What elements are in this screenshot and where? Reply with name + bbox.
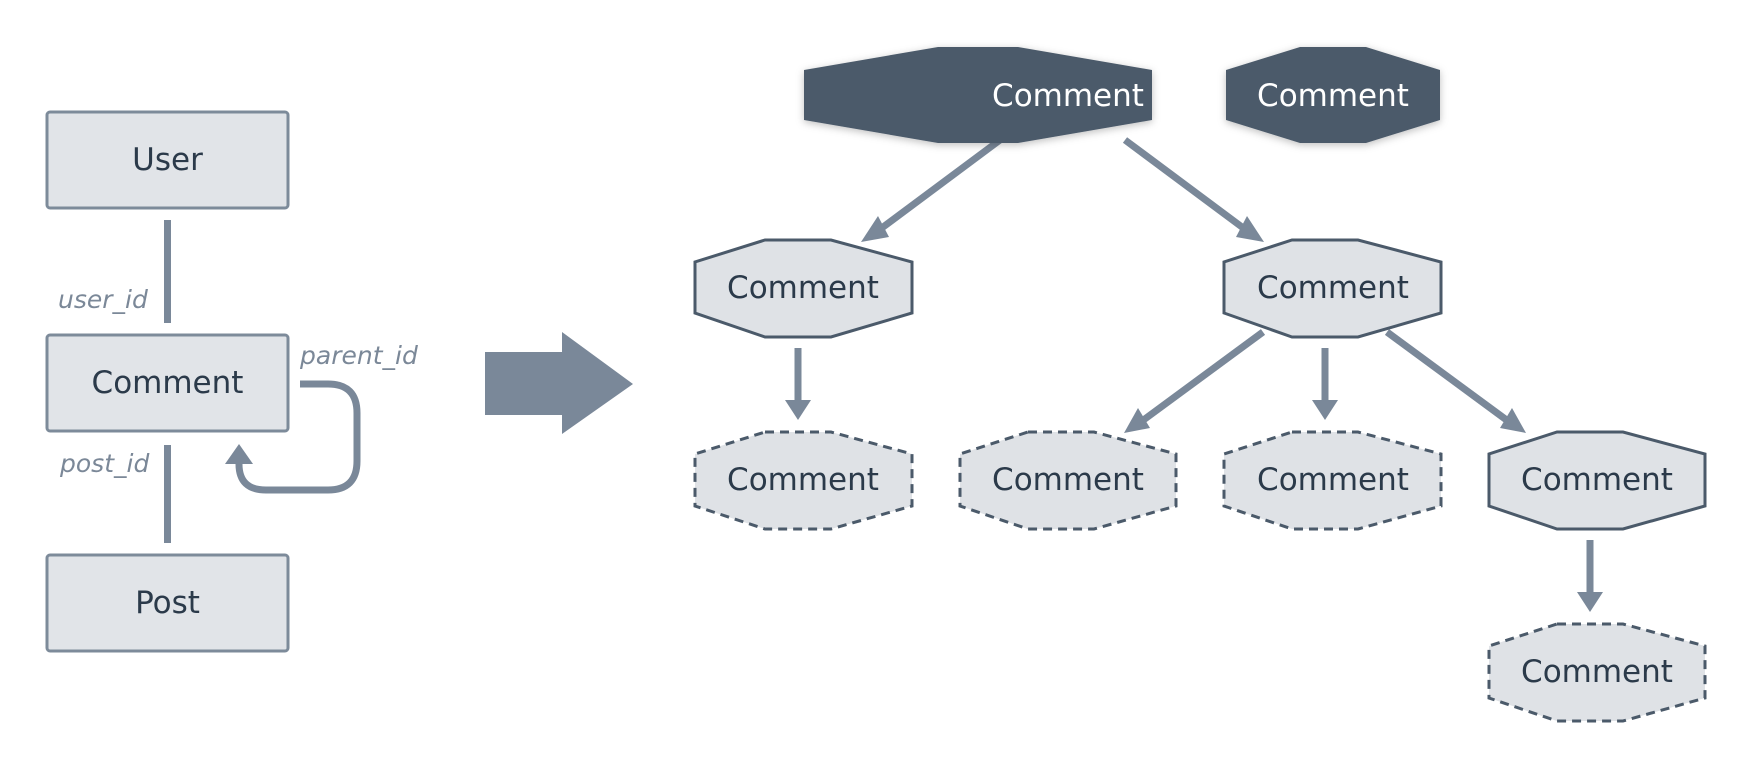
tree-node: Comment (693, 238, 914, 339)
arrowhead-right-child-3 (1500, 408, 1526, 433)
user-entity-box: User (45, 110, 290, 210)
tree-node-label: Comment (1257, 462, 1409, 498)
parent-id-label: parent_id (299, 341, 418, 370)
post-entity-label: Post (135, 585, 200, 621)
tree-node-dashed: Comment (1487, 622, 1707, 723)
arrowhead-bottom-leaf (1577, 592, 1603, 612)
comment-entity-box: Comment (45, 333, 290, 433)
edge-right-to-child-1 (1135, 329, 1266, 427)
tree-node: Comment (1487, 430, 1707, 531)
edge-root-to-right (1122, 137, 1253, 236)
arrowhead-root-right (1236, 216, 1264, 242)
tree-node-label: Comment (1257, 270, 1409, 306)
tree-node-label: Comment (727, 462, 879, 498)
tree-node-label: Comment (992, 462, 1144, 498)
arrowhead-root-left (861, 216, 889, 242)
tree-root-node-label: Comment (992, 78, 1144, 114)
edge-root-to-left (872, 137, 1003, 236)
tree-arrowheads (785, 216, 1603, 612)
tree-node-label: Comment (1521, 654, 1673, 690)
tree-node: Comment (1222, 238, 1443, 339)
user-id-label: user_id (58, 285, 148, 314)
arrowhead-right-child-2 (1312, 400, 1338, 420)
user-entity-label: User (132, 142, 203, 178)
tree-node-label: Comment (727, 270, 879, 306)
transform-arrow-icon (485, 332, 633, 434)
tree-root-node: Comment (804, 47, 1152, 143)
self-loop-arrowhead (225, 444, 253, 464)
arrowhead-left-child (785, 400, 811, 420)
arrowhead-right-child-1 (1124, 408, 1150, 433)
tree-node-label: Comment (1521, 462, 1673, 498)
tree-root-node: Comment (1226, 47, 1440, 143)
edge-right-to-child-3 (1384, 329, 1515, 427)
post-id-label: post_id (59, 449, 149, 478)
tree-edges (794, 137, 1594, 596)
tree-node-dashed: Comment (958, 430, 1178, 531)
tree-root-node-label: Comment (1257, 78, 1409, 114)
tree-node-dashed: Comment (693, 430, 914, 531)
tree-node-dashed: Comment (1222, 430, 1443, 531)
parent-id-self-loop (225, 380, 361, 494)
comment-entity-label: Comment (92, 365, 244, 401)
post-entity-box: Post (45, 553, 290, 653)
